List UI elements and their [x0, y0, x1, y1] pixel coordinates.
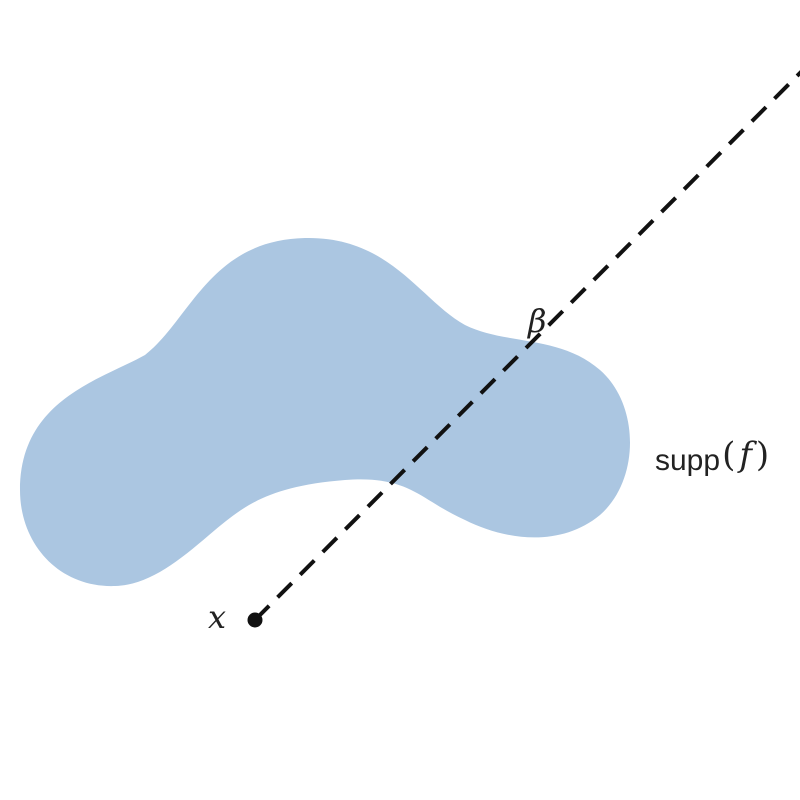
intersection-beta-label: β	[527, 302, 547, 340]
point-x-marker	[247, 612, 263, 628]
support-label-prefix: supp	[655, 444, 720, 477]
dashed-ray	[253, 70, 800, 622]
point-x-label: x	[208, 598, 226, 636]
support-region	[20, 237, 630, 587]
support-label: supp(f)	[655, 435, 769, 477]
support-label-arg: f	[736, 435, 757, 475]
support-label-open: (	[722, 435, 735, 475]
support-label-close: )	[756, 435, 769, 475]
